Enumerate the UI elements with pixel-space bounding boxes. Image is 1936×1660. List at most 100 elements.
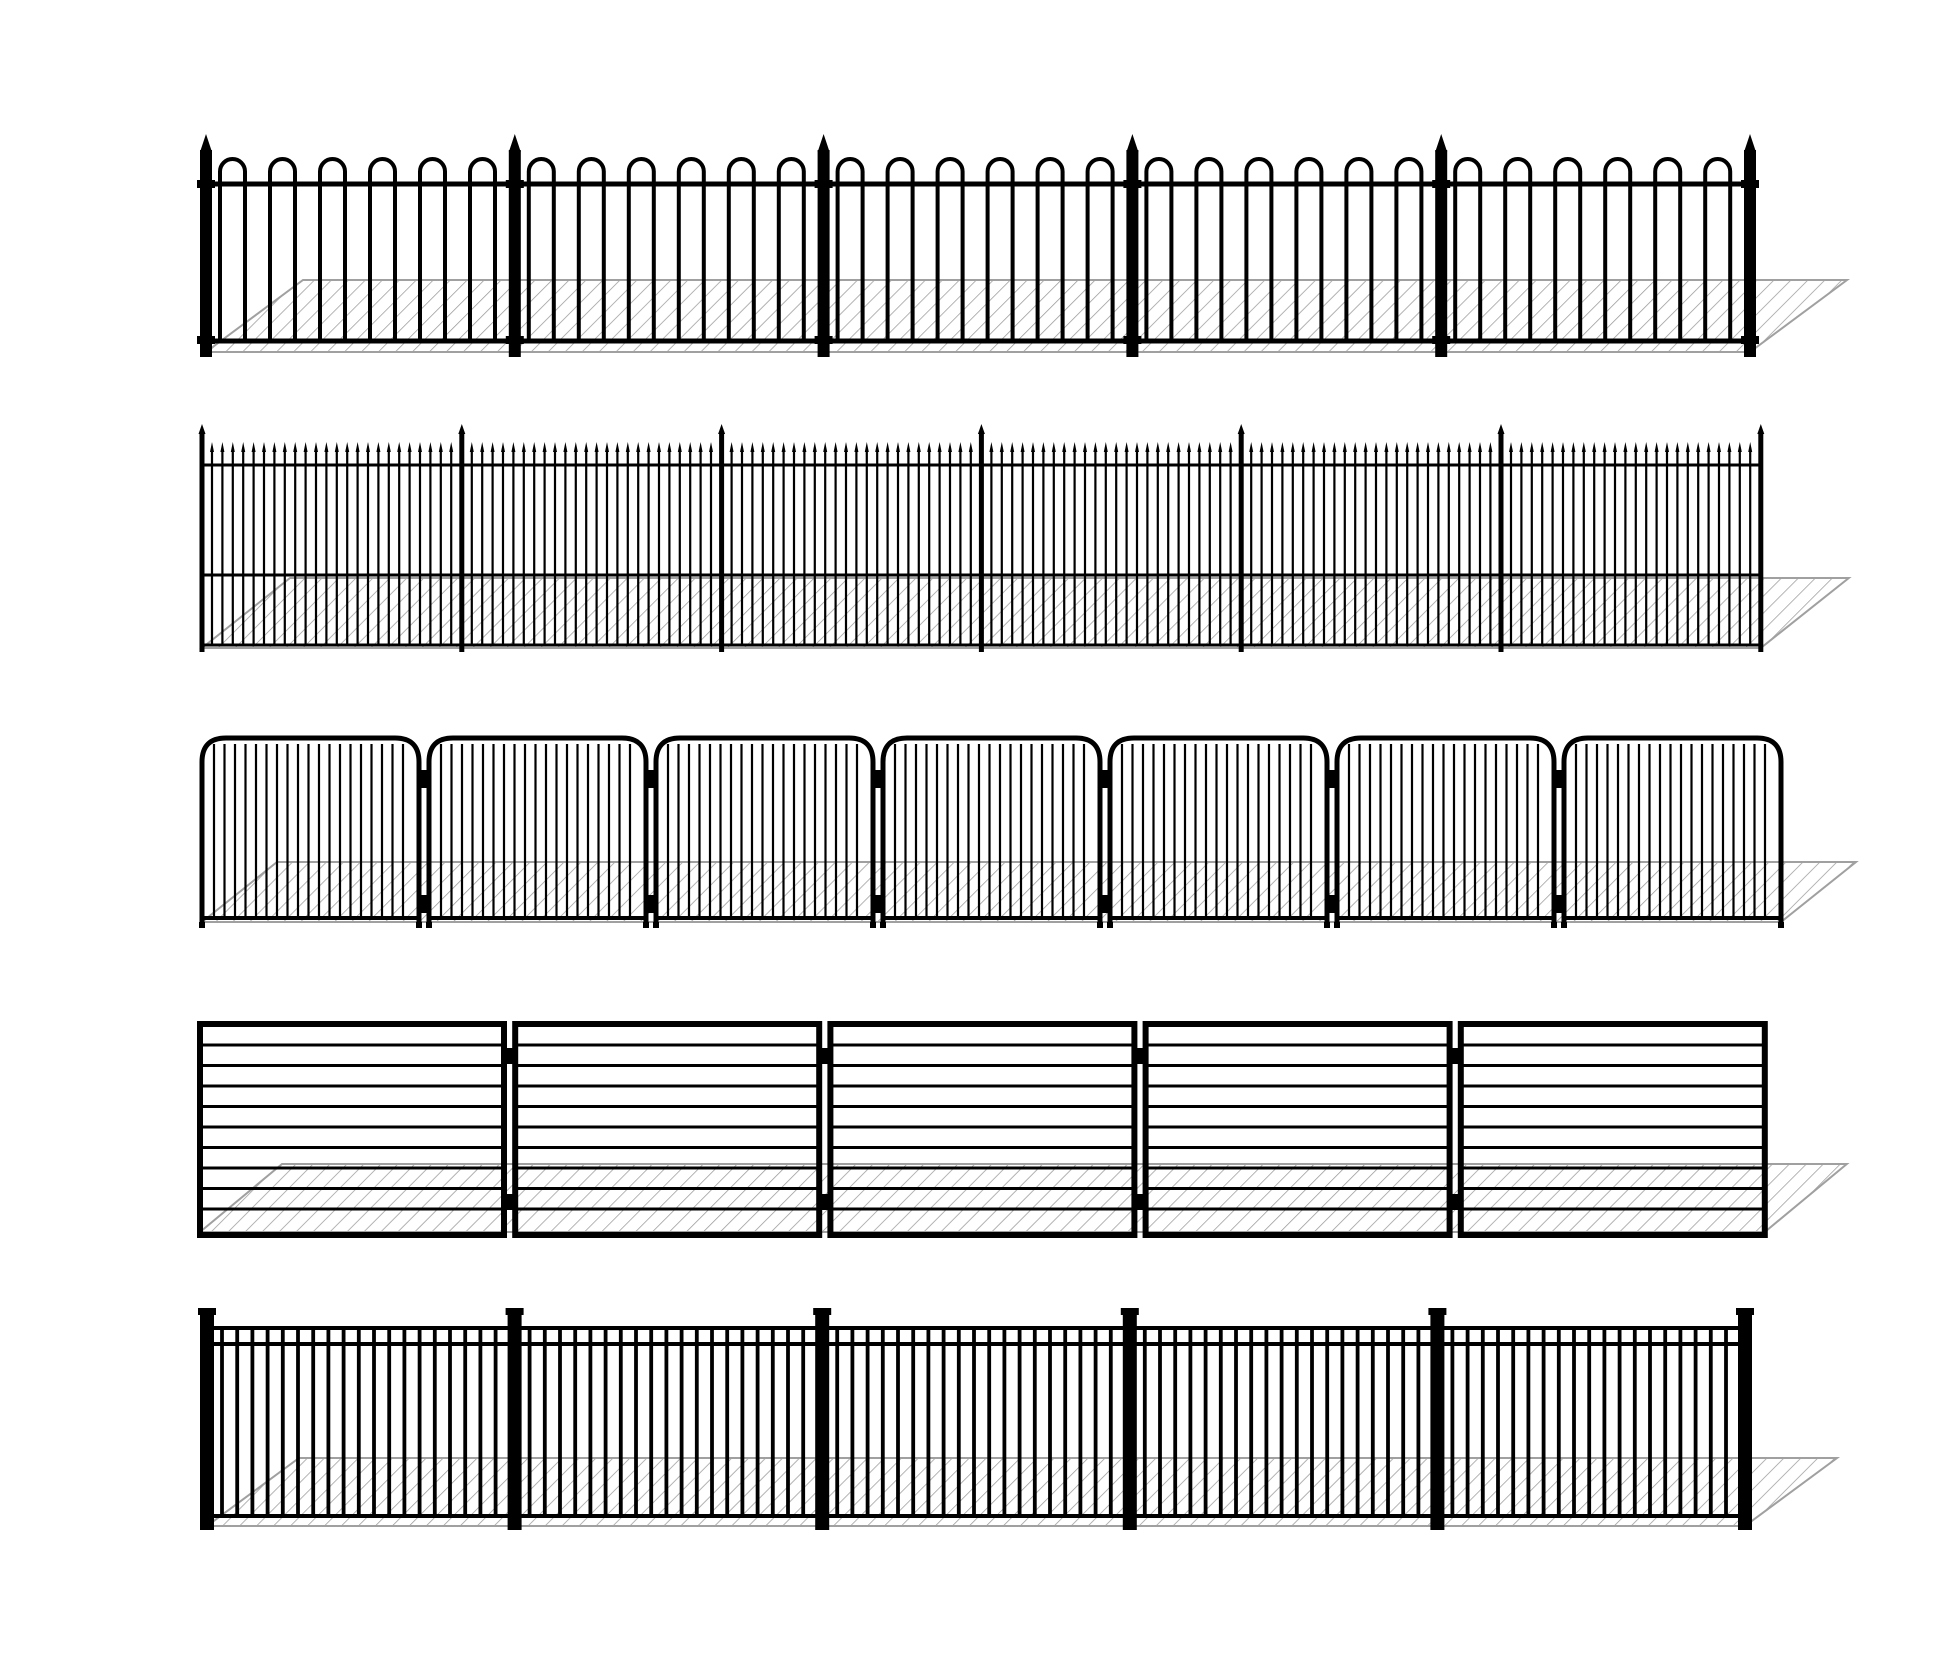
spear-tip — [1051, 442, 1056, 452]
spear-tip — [1322, 442, 1326, 452]
spear-tip — [625, 442, 630, 452]
spear-tip — [1135, 442, 1139, 452]
hoop-picket — [626, 157, 656, 341]
spear-tip — [1737, 442, 1742, 452]
fence-post — [1435, 150, 1448, 357]
panel-foot — [1561, 922, 1567, 928]
spear-tip — [657, 442, 661, 452]
spear-tip — [376, 442, 381, 452]
post-cap — [198, 1308, 216, 1315]
post-finial — [977, 424, 985, 434]
post-finial — [508, 134, 521, 152]
spear-tip — [709, 442, 713, 452]
spear-tip — [1145, 442, 1150, 452]
bow-top-panel — [1107, 735, 1338, 928]
spear-tip — [636, 442, 641, 452]
panel-frame — [1334, 735, 1557, 925]
spear-tip — [999, 442, 1004, 452]
spear-tip — [802, 442, 807, 452]
spear-tip — [1259, 442, 1264, 452]
spear-tip — [823, 442, 828, 452]
horizontal-bar-panel — [827, 1021, 1146, 1238]
spear-tip — [480, 442, 485, 452]
horizontal-bar-panel — [197, 1021, 515, 1238]
spear-tip — [1041, 442, 1046, 452]
spear-tip — [1394, 442, 1399, 452]
spear-tip — [1748, 442, 1753, 452]
hoop-picket — [268, 157, 297, 341]
fence-post — [719, 432, 725, 652]
spear-tip — [646, 442, 651, 452]
spear-tip — [230, 442, 235, 452]
spear-tip — [771, 442, 776, 452]
horizontal-bar-panel — [512, 1021, 831, 1238]
spear-tip — [1550, 442, 1555, 452]
post-collar — [197, 180, 215, 188]
spear-tip — [1644, 442, 1649, 452]
spear-tip — [1301, 442, 1306, 452]
spear-tip — [1446, 442, 1451, 452]
post-finial — [1237, 424, 1245, 434]
fence-flat-top — [198, 1308, 1841, 1530]
spear-tip — [760, 442, 765, 452]
spear-tip — [1166, 442, 1171, 452]
panel-foot — [199, 922, 205, 928]
panel-foot — [653, 922, 659, 928]
hoop-picket — [1085, 157, 1115, 341]
hoop-picket — [526, 157, 556, 341]
panel-foot — [1551, 922, 1557, 928]
spear-tip — [1675, 442, 1680, 452]
hoop-picket — [885, 157, 915, 341]
spear-tip — [1613, 442, 1617, 452]
spear-tip — [958, 442, 963, 452]
spear-tip — [1405, 442, 1410, 452]
horizontal-bar-panel — [1457, 1021, 1768, 1238]
spear-tip — [968, 442, 973, 452]
spear-tip — [1633, 442, 1638, 452]
spear-tip — [1623, 442, 1628, 452]
spear-tip — [605, 442, 609, 452]
panel-frame — [653, 735, 876, 925]
panel-frame — [426, 735, 649, 925]
spear-tip — [1561, 442, 1565, 452]
spear-tip — [449, 442, 454, 452]
spear-tip — [1602, 442, 1607, 452]
spear-tip — [386, 442, 391, 452]
spear-tip — [511, 442, 516, 452]
fence-post — [815, 1312, 830, 1530]
spear-tip — [1436, 442, 1441, 452]
spear-tip — [1280, 442, 1285, 452]
spear-tip — [916, 442, 921, 452]
post-collar — [1432, 180, 1451, 188]
spear-tip — [1031, 442, 1035, 452]
spear-tip — [1717, 442, 1721, 452]
fence-post — [817, 150, 830, 357]
spear-tip — [1176, 442, 1181, 452]
panel-foot — [426, 922, 432, 928]
fence-post — [1744, 150, 1756, 357]
spear-tip — [1696, 442, 1701, 452]
post-collar — [1123, 180, 1142, 188]
spear-tip — [1218, 442, 1223, 452]
spear-tip — [428, 442, 433, 452]
spear-tip — [262, 442, 266, 452]
fence-post — [1738, 1312, 1752, 1530]
post-finial — [1435, 134, 1448, 152]
post-cap — [1736, 1308, 1754, 1315]
spear-tip — [418, 442, 422, 452]
spear-tip — [1197, 442, 1202, 452]
fence-post — [508, 150, 521, 357]
panel-clamp — [1450, 1048, 1461, 1064]
hoop-picket — [1294, 157, 1324, 341]
fence-post — [1238, 432, 1244, 652]
post-collar — [505, 336, 524, 344]
fence-shadow — [199, 577, 1852, 649]
spear-tip — [1426, 442, 1430, 452]
spear-tip — [1363, 442, 1368, 452]
panel-foot — [880, 922, 886, 928]
fence-shadow — [197, 1163, 1850, 1233]
hoop-picket — [1453, 157, 1483, 341]
spear-tip — [1654, 442, 1659, 452]
spear-tip — [366, 442, 370, 452]
spear-tip — [927, 442, 932, 452]
